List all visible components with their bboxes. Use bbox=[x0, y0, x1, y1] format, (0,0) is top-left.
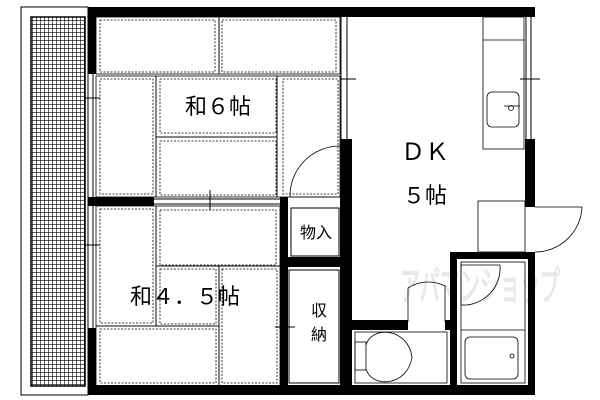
tatami-mats bbox=[95, 16, 341, 387]
room-label-washitsu-6: 和６帖 bbox=[185, 95, 251, 120]
room-label-dk: ＤＫ bbox=[401, 138, 449, 166]
doors bbox=[289, 145, 583, 322]
closet-frames bbox=[288, 207, 340, 384]
room-label-dk-size: ５帖 bbox=[403, 184, 447, 209]
toilet-icon bbox=[354, 331, 448, 384]
balcony bbox=[20, 6, 89, 396]
svg-text:アパマンショップ: アパマンショップ bbox=[400, 264, 560, 310]
room-label-storage-bottom: 納 bbox=[311, 325, 327, 344]
bathtub-icon bbox=[460, 261, 526, 384]
kitchen-counter bbox=[477, 16, 526, 253]
sink-icon bbox=[486, 91, 520, 128]
room-label-storage-top: 収 bbox=[311, 301, 327, 320]
room-label-washitsu-45: 和４．５帖 bbox=[130, 285, 240, 310]
walls bbox=[88, 7, 535, 395]
room-label-closet: 物入 bbox=[300, 223, 332, 242]
watermark-logo: アパマンショップ bbox=[400, 264, 560, 310]
windows bbox=[84, 17, 540, 386]
